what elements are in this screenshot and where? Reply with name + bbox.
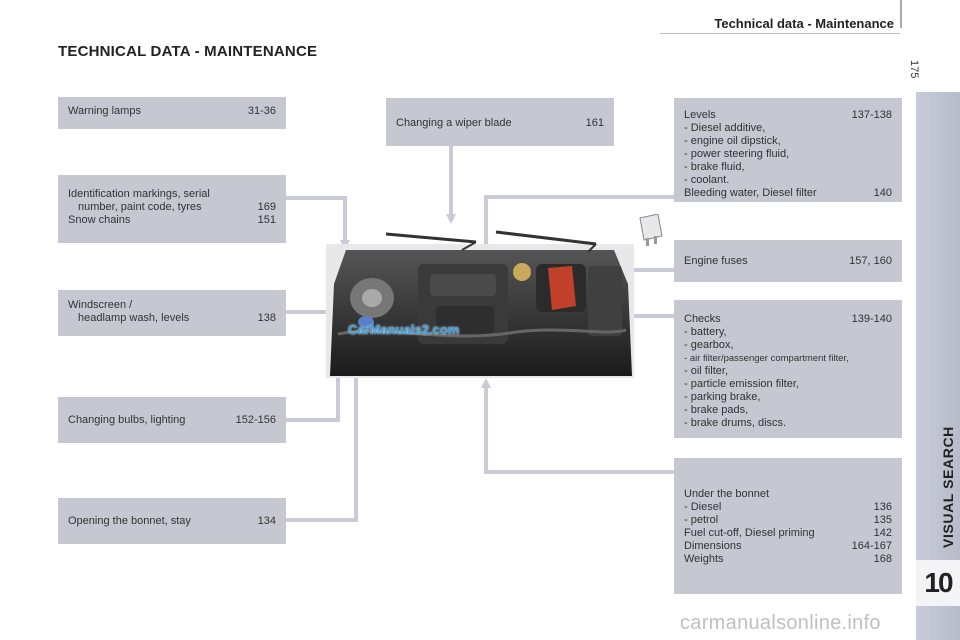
bonnet-row-pages: 164-167 [851, 540, 892, 552]
main-title: TECHNICAL DATA - MAINTENANCE [58, 43, 318, 60]
list-item: coolant. [684, 174, 892, 187]
identification-line1: Identification markings, serial [68, 188, 210, 200]
leader-windscreen [286, 288, 332, 314]
box-checks[interactable]: Checks 139-140 battery, gearbox, air filt… [674, 300, 902, 438]
box-bulbs[interactable]: Changing bulbs, lighting 152-156 [58, 397, 286, 443]
leader-bonnet [286, 364, 466, 522]
bulbs-pages: 152-156 [235, 414, 276, 426]
list-item: oil filter, [684, 365, 892, 378]
list-item: brake pads, [684, 404, 892, 417]
bulbs-label: Changing bulbs, lighting [68, 414, 186, 426]
windscreen-pages: 138 [257, 312, 276, 324]
levels-label: Levels [684, 109, 716, 121]
snow-chains-pages: 151 [257, 214, 276, 226]
bonnet-row-label: Dimensions [684, 540, 742, 552]
checks-label: Checks [684, 313, 721, 325]
box-levels[interactable]: Levels 137-138 Diesel additive, engine oi… [674, 98, 902, 202]
engine-bay-illustration [326, 230, 634, 378]
windscreen-line2: headlamp wash, levels [78, 312, 190, 324]
leader-under-bonnet [484, 384, 674, 474]
snow-chains-label: Snow chains [68, 214, 131, 226]
windscreen-line1: Windscreen / [68, 299, 133, 311]
list-item: parking brake, [684, 391, 892, 404]
list-item: particle emission filter, [684, 378, 892, 391]
opening-bonnet-label: Opening the bonnet, stay [68, 515, 191, 527]
list-item: brake drums, discs. [684, 417, 892, 430]
identification-pages: 169 [257, 201, 276, 213]
bonnet-row-pages: 168 [873, 553, 892, 565]
checks-pages: 139-140 [851, 313, 892, 325]
identification-line2: number, paint code, tyres [78, 201, 202, 213]
box-wiper-blade[interactable]: Changing a wiper blade 161 [386, 98, 614, 146]
list-item: battery, [684, 326, 892, 339]
bonnet-row-label: Fuel cut-off, Diesel priming [684, 527, 815, 539]
chapter-number: 10 [916, 560, 960, 606]
box-under-bonnet[interactable]: Under the bonnet - Diesel 136 - petrol 135… [674, 458, 902, 594]
box-opening-bonnet[interactable]: Opening the bonnet, stay 134 [58, 498, 286, 544]
bonnet-row-label: - Diesel [684, 501, 722, 513]
box-identification[interactable]: Identification markings, serial number, … [58, 175, 286, 243]
bleeding-label: Bleeding water, Diesel filter [684, 187, 817, 199]
levels-pages: 137-138 [851, 109, 892, 121]
fuses-label: Engine fuses [684, 255, 748, 267]
checks-list: battery, gearbox, air filter/passenger c… [684, 326, 892, 430]
warning-lamps-label: Warning lamps [68, 105, 141, 117]
header-tick [900, 0, 902, 28]
header-title: Technical data - Maintenance [714, 16, 894, 31]
bonnet-row-label: - petrol [684, 514, 719, 526]
leader-identification [286, 196, 347, 244]
bleeding-pages: 140 [873, 187, 892, 199]
box-engine-fuses[interactable]: Engine fuses 157, 160 [674, 240, 902, 282]
list-item: brake fluid, [684, 161, 892, 174]
list-item: engine oil dipstick, [684, 135, 892, 148]
bonnet-row-pages: 135 [873, 514, 892, 526]
photo-watermark: CarManuals2.com [348, 322, 460, 337]
fuse-icon [639, 214, 663, 246]
bonnet-row-pages: 142 [873, 527, 892, 539]
bottom-watermark: carmanualsonline.info [680, 612, 881, 634]
box-warning-lamps[interactable]: Warning lamps 31-36 [58, 97, 286, 129]
list-item: gearbox, [684, 339, 892, 352]
fuses-pages: 157, 160 [849, 255, 892, 267]
wiper-pages: 161 [585, 117, 604, 129]
opening-bonnet-pages: 134 [257, 515, 276, 527]
list-item: Diesel additive, [684, 122, 892, 135]
wiper-label: Changing a wiper blade [396, 117, 512, 129]
list-item: air filter/passenger compartment filter, [684, 352, 892, 365]
under-bonnet-title: Under the bonnet [684, 488, 770, 500]
bonnet-row-label: Weights [684, 553, 724, 565]
bonnet-row-pages: 136 [873, 501, 892, 513]
warning-lamps-pages: 31-36 [247, 105, 276, 117]
side-tab [916, 92, 960, 640]
box-windscreen[interactable]: Windscreen / headlamp wash, levels 138 [58, 290, 286, 336]
list-item: power steering fluid, [684, 148, 892, 161]
levels-list: Diesel additive, engine oil dipstick, po… [684, 122, 892, 187]
header-rule [660, 33, 900, 34]
